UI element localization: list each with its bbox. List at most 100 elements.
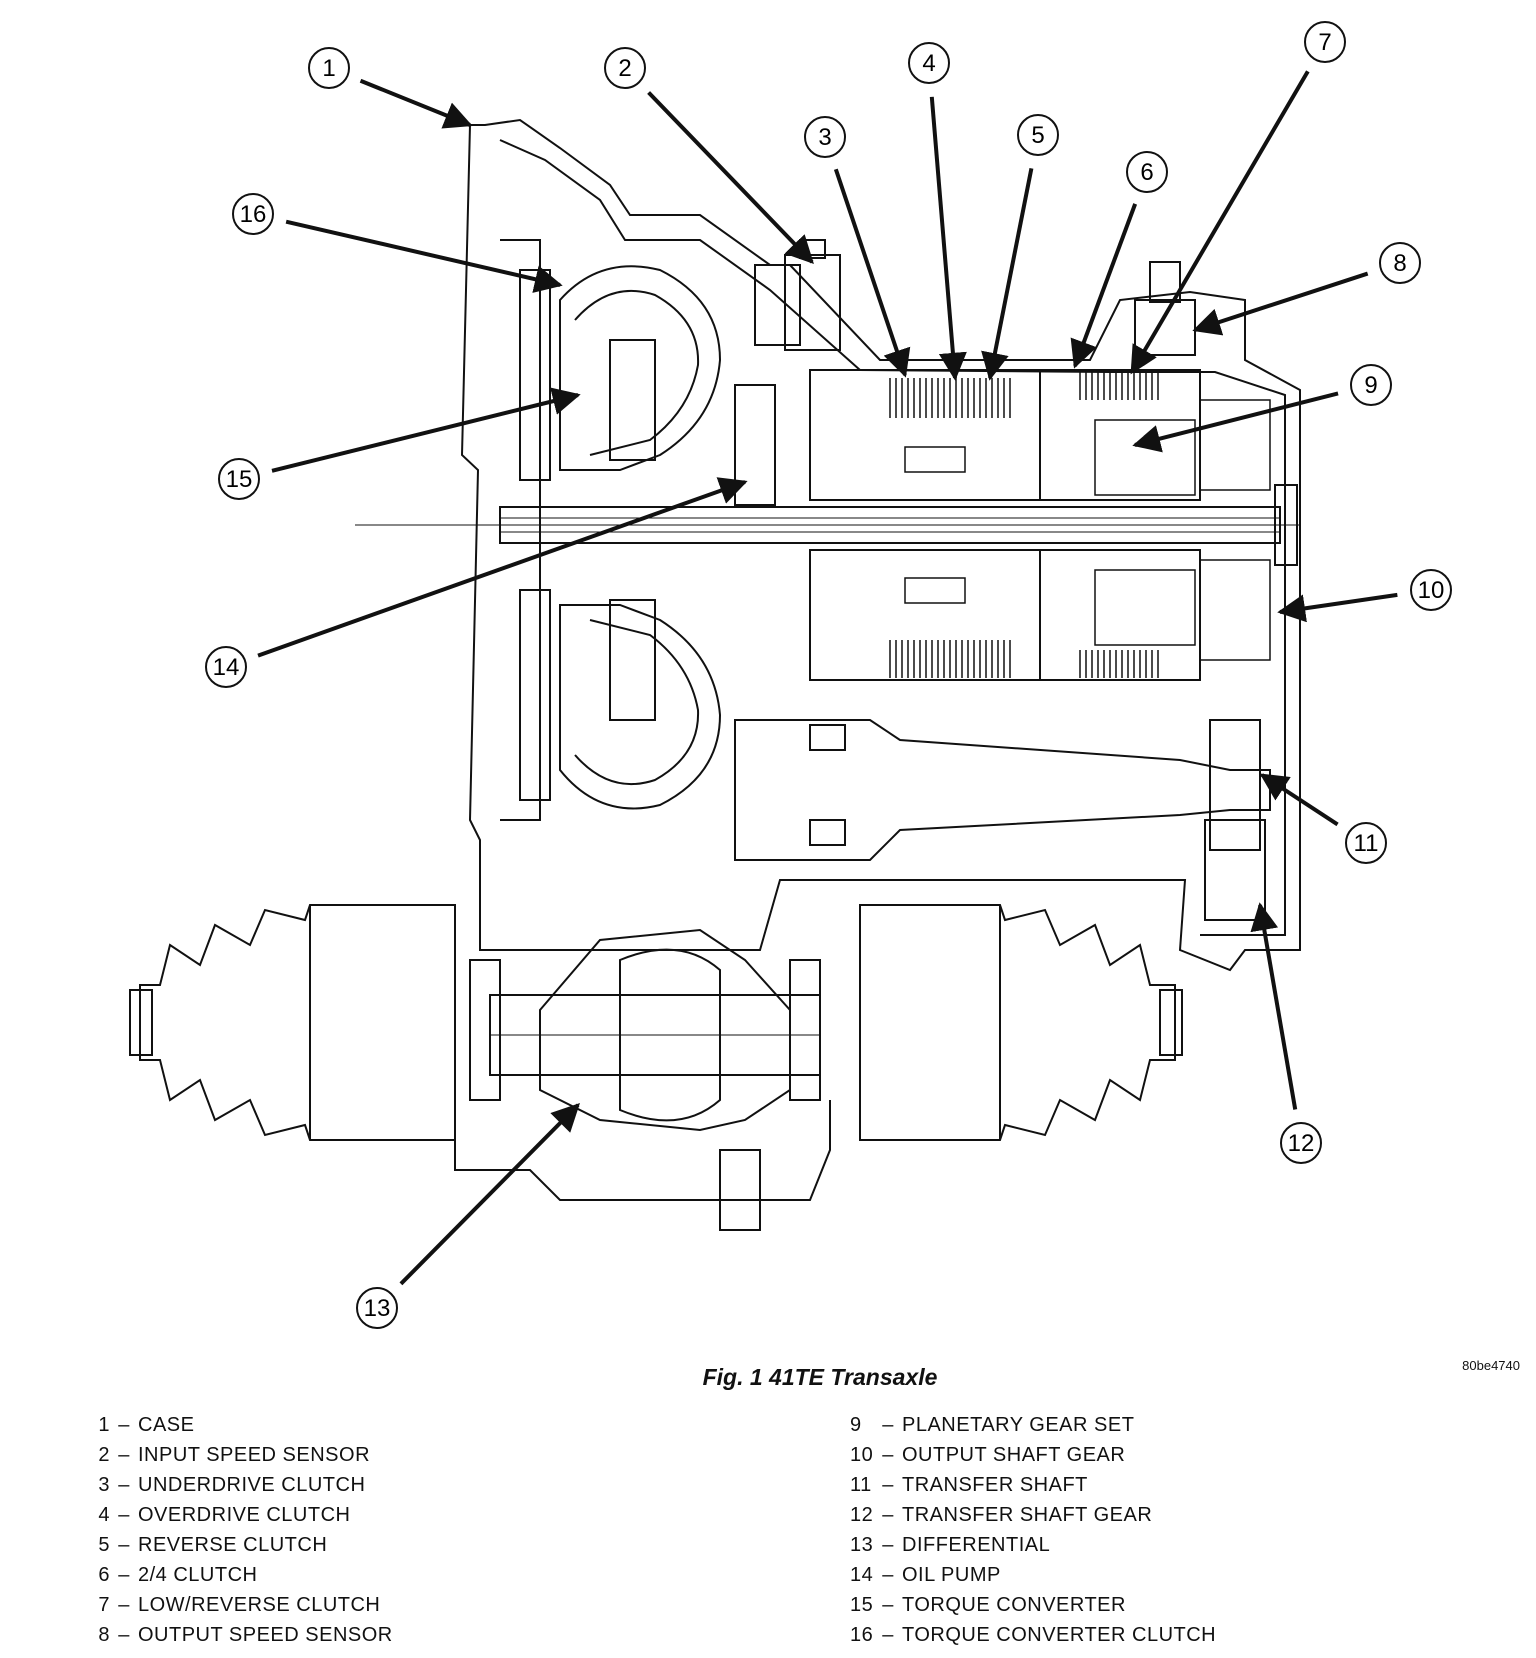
- legend-item: 2–INPUT SPEED SENSOR: [86, 1440, 393, 1470]
- callout-arrow-9: [1132, 391, 1339, 453]
- legend-label: INPUT SPEED SENSOR: [138, 1444, 371, 1466]
- legend-item: 15–TORQUE CONVERTER: [850, 1590, 1216, 1620]
- legend-dash: –: [118, 1504, 130, 1526]
- legend-dash: –: [882, 1414, 894, 1436]
- callout-circle-2: [604, 47, 646, 89]
- callout-circle-3: [804, 116, 846, 158]
- legend-dash: –: [882, 1444, 894, 1466]
- legend-label: PLANETARY GEAR SET: [902, 1414, 1135, 1436]
- legend-dash: –: [882, 1474, 894, 1496]
- legend-label: TORQUE CONVERTER CLUTCH: [902, 1624, 1217, 1646]
- legend-label: UNDERDRIVE CLUTCH: [138, 1474, 366, 1496]
- callout-circle-7: [1304, 21, 1346, 63]
- legend-dash: –: [882, 1504, 894, 1526]
- callout-arrow-14: [257, 477, 748, 658]
- legend-number: 4: [98, 1504, 110, 1526]
- callout-arrow-8: [1192, 271, 1369, 336]
- legend-dash: –: [882, 1624, 894, 1646]
- legend-dash: –: [882, 1564, 894, 1586]
- callout-number-9: 9: [1364, 372, 1377, 399]
- legend-label: DIFFERENTIAL: [902, 1534, 1051, 1556]
- callout-circle-1: [308, 47, 350, 89]
- callout-arrow-5: [981, 167, 1034, 381]
- legend-number: 9: [850, 1414, 862, 1436]
- legend-item: 3–UNDERDRIVE CLUTCH: [86, 1470, 393, 1500]
- legend-label: TRANSFER SHAFT: [902, 1474, 1088, 1496]
- callout-number-14: 14: [213, 654, 240, 681]
- callout-number-2: 2: [618, 55, 631, 82]
- legend-number: 11: [850, 1474, 872, 1496]
- callout-number-5: 5: [1031, 122, 1044, 149]
- callout-circle-11: [1345, 822, 1387, 864]
- differential: [454, 928, 831, 1231]
- callout-arrow-3: [833, 168, 911, 378]
- legend-label: OIL PUMP: [902, 1564, 1001, 1586]
- legend-item: 13–DIFFERENTIAL: [850, 1530, 1216, 1560]
- legend-label: OVERDRIVE CLUTCH: [138, 1504, 351, 1526]
- callout-number-11: 11: [1354, 830, 1379, 857]
- callout-circle-10: [1410, 569, 1452, 611]
- callout-number-8: 8: [1393, 250, 1406, 277]
- legend-dash: –: [118, 1414, 130, 1436]
- legend-dash: –: [118, 1474, 130, 1496]
- callout-circle-5: [1017, 114, 1059, 156]
- legend-label: OUTPUT SPEED SENSOR: [138, 1624, 393, 1646]
- legend-number: 15: [850, 1594, 874, 1616]
- callout-number-7: 7: [1318, 29, 1331, 56]
- legend-item: 12–TRANSFER SHAFT GEAR: [850, 1500, 1216, 1530]
- callout-number-4: 4: [922, 50, 935, 77]
- legend-label: OUTPUT SHAFT GEAR: [902, 1444, 1126, 1466]
- legend-dash: –: [882, 1594, 894, 1616]
- callout-arrow-12: [1250, 902, 1298, 1110]
- callout-circle-12: [1280, 1122, 1322, 1164]
- callout-number-13: 13: [364, 1295, 391, 1322]
- callout-number-16: 16: [240, 201, 267, 228]
- legend-number: 10: [850, 1444, 874, 1466]
- callout-arrow-1: [359, 78, 473, 129]
- callout-arrow-10: [1277, 592, 1398, 623]
- legend-label: CASE: [138, 1414, 195, 1436]
- callout-number-10: 10: [1418, 577, 1445, 604]
- callout-circle-8: [1379, 242, 1421, 284]
- legend-number: 12: [850, 1504, 874, 1526]
- legend-dash: –: [118, 1564, 130, 1586]
- legend-dash: –: [882, 1534, 894, 1556]
- callout-arrow-11: [1259, 773, 1339, 827]
- legend-dash: –: [118, 1624, 130, 1646]
- callout-arrow-2: [647, 91, 814, 265]
- legend-label: TORQUE CONVERTER: [902, 1594, 1126, 1616]
- callout-circle-6: [1126, 151, 1168, 193]
- callout-number-3: 3: [818, 124, 831, 151]
- callout-arrow-6: [1070, 203, 1138, 369]
- callout-number-12: 12: [1288, 1130, 1315, 1157]
- legend-label: REVERSE CLUTCH: [138, 1534, 328, 1556]
- legend-label: TRANSFER SHAFT GEAR: [902, 1504, 1153, 1526]
- figure-title: Fig. 1 41TE Transaxle: [702, 1364, 938, 1390]
- legend-item: 1–CASE: [86, 1410, 393, 1440]
- callout-circle-14: [205, 646, 247, 688]
- legend-number: 13: [850, 1534, 874, 1556]
- legend-label: 2/4 CLUTCH: [138, 1564, 258, 1586]
- callout-arrow-16: [285, 219, 563, 293]
- legend-number: 5: [98, 1534, 110, 1556]
- callout-circle-15: [218, 458, 260, 500]
- legend-item: 7–LOW/REVERSE CLUTCH: [86, 1590, 393, 1620]
- legend-number: 14: [850, 1564, 874, 1586]
- figure-code: 80be4740: [1462, 1358, 1520, 1373]
- legend-item: 9–PLANETARY GEAR SET: [850, 1410, 1216, 1440]
- input-shaft: [355, 484, 1300, 566]
- callout-arrow-13: [399, 1103, 580, 1286]
- callout-arrow-7: [1130, 70, 1310, 375]
- legend-item: 4–OVERDRIVE CLUTCH: [86, 1500, 393, 1530]
- callout-number-1: 1: [322, 55, 335, 82]
- right-axle-boot: [859, 904, 1183, 1141]
- callout-circle-4: [908, 42, 950, 84]
- callout-circle-16: [232, 193, 274, 235]
- legend-dash: –: [118, 1594, 130, 1616]
- legend-item: 11–TRANSFER SHAFT: [850, 1470, 1216, 1500]
- legend-number: 3: [98, 1474, 110, 1496]
- legend-number: 7: [98, 1594, 110, 1616]
